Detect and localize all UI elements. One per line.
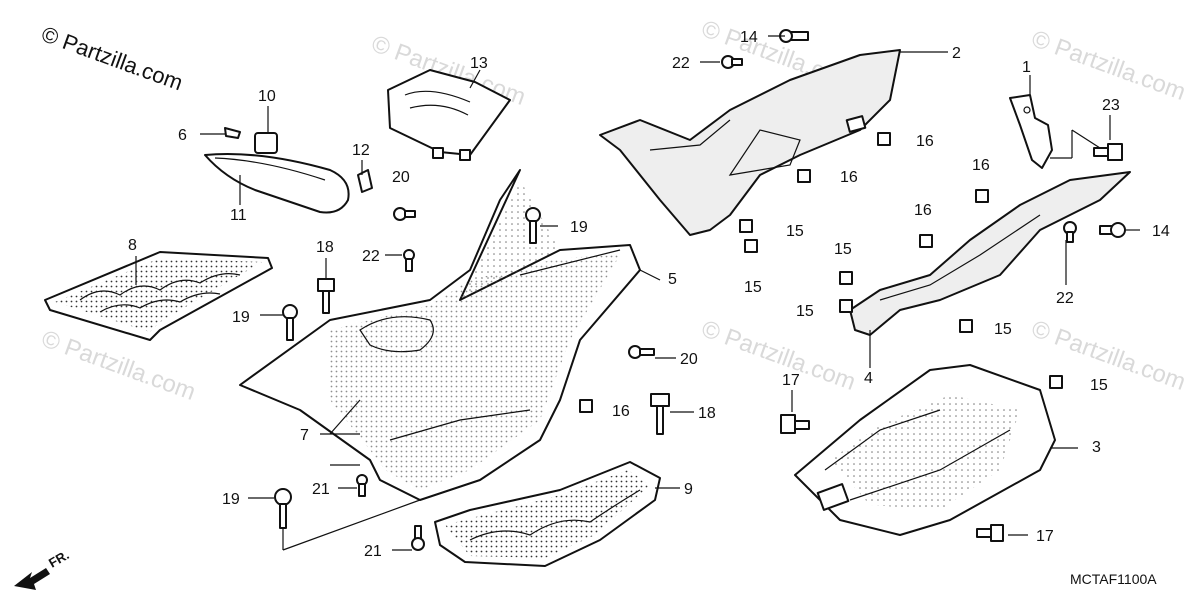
callout-22-top: 22 — [672, 55, 690, 72]
front-label: FR. — [46, 547, 72, 570]
watermark-text: © Partzilla.com — [38, 325, 199, 406]
bolt-19-bottom — [274, 488, 292, 529]
clip-15 — [739, 219, 753, 233]
clip-22-center — [403, 249, 415, 272]
watermark-text: © Partzilla.com — [698, 315, 859, 396]
callout-8: 8 — [128, 237, 137, 254]
callout-21-upper: 21 — [312, 481, 330, 498]
callout-19-bottom: 19 — [222, 491, 240, 508]
part-3-lower-tray — [794, 364, 1056, 536]
callout-15: 15 — [786, 223, 804, 240]
part-9-floor-mat-right — [434, 461, 661, 567]
callout-13: 13 — [470, 55, 488, 72]
callout-3: 3 — [1092, 439, 1101, 456]
clip-15 — [744, 239, 758, 253]
callout-15: 15 — [796, 303, 814, 320]
bolt-20-top — [393, 207, 416, 221]
clip-15 — [839, 299, 853, 313]
clip-22-top — [721, 55, 743, 69]
part-8-floor-mat-left — [44, 251, 273, 341]
callout-19-left: 19 — [232, 309, 250, 326]
clip-22-right — [1063, 221, 1077, 243]
bolt-19-left — [282, 304, 298, 341]
clip-15 — [959, 319, 973, 333]
callout-11: 11 — [230, 207, 247, 224]
bolt-19-center — [525, 207, 541, 244]
part-1-bracket — [1009, 94, 1053, 169]
fasteners — [274, 29, 1126, 551]
part-4-side-cover — [849, 171, 1131, 336]
clip-16 — [975, 189, 989, 203]
bolt-20-right — [628, 345, 655, 359]
callout-19-center: 19 — [570, 219, 588, 236]
callout-5: 5 — [668, 271, 677, 288]
callout-15: 15 — [744, 279, 762, 296]
diagram-code: MCTAF1100A — [1070, 571, 1157, 587]
leader-lines — [135, 35, 1140, 551]
callout-20-right: 20 — [680, 351, 698, 368]
callout-20-top: 20 — [392, 169, 410, 186]
callout-15: 15 — [834, 241, 852, 258]
callout-21-lower: 21 — [364, 543, 382, 560]
callout-22-right: 22 — [1056, 290, 1074, 307]
callout-15: 15 — [1090, 377, 1108, 394]
callout-9: 9 — [684, 481, 693, 498]
callout-16: 16 — [612, 403, 630, 420]
part-11-cover — [204, 127, 350, 214]
part-12-clip — [357, 169, 373, 193]
bolt-17-lower — [976, 524, 1004, 542]
callout-7: 7 — [300, 427, 309, 444]
bolt-18-left — [317, 278, 335, 314]
watermark-text: © Partzilla.com — [1028, 25, 1189, 106]
clip-15 — [839, 271, 853, 285]
bolt-18-right — [650, 393, 670, 435]
bolt-21-upper — [356, 474, 368, 497]
callout-12: 12 — [352, 142, 370, 159]
bolt-17-upper — [780, 414, 810, 434]
callout-16: 16 — [914, 202, 932, 219]
callout-16: 16 — [840, 169, 858, 186]
callout-17-lower: 17 — [1036, 528, 1054, 545]
callout-17-upper: 17 — [782, 372, 800, 389]
callout-6: 6 — [178, 127, 187, 144]
callout-1: 1 — [1022, 59, 1031, 76]
callout-15: 15 — [994, 321, 1012, 338]
part-2-upper-cover — [599, 49, 901, 236]
callout-2: 2 — [952, 45, 961, 62]
part-13-inner-cover — [387, 69, 511, 161]
callout-22-center: 22 — [362, 248, 380, 265]
callouts: 1 2 3 4 5 6 7 8 9 10 11 12 13 14 14 15 1… — [128, 29, 1170, 560]
clip-16 — [877, 132, 891, 146]
clip-16 — [579, 399, 593, 413]
callout-16: 16 — [972, 157, 990, 174]
bolt-14-right — [1099, 222, 1126, 238]
callout-14-top: 14 — [740, 29, 758, 46]
clip-15 — [1049, 375, 1063, 389]
clip-16 — [797, 169, 811, 183]
bolt-21-lower — [411, 525, 425, 551]
front-direction-arrow: FR. — [14, 547, 72, 590]
callout-10: 10 — [258, 88, 276, 105]
clip-16 — [919, 234, 933, 248]
callout-23: 23 — [1102, 97, 1120, 114]
copyright-text: © Partzilla.com — [38, 21, 186, 95]
bolt-23 — [1093, 143, 1123, 161]
callout-16: 16 — [916, 133, 934, 150]
callout-14-right: 14 — [1152, 223, 1170, 240]
callout-4: 4 — [864, 370, 873, 387]
callout-18-left: 18 — [316, 239, 334, 256]
callout-18-right: 18 — [698, 405, 716, 422]
